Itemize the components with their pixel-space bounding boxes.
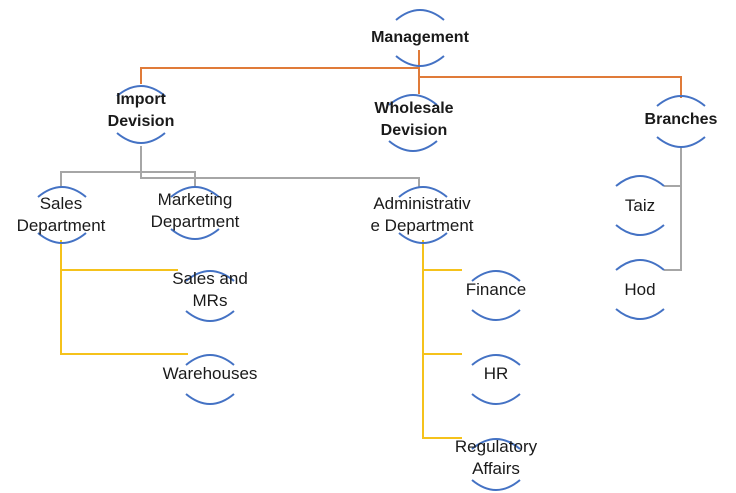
sales-department-node: Sales Department <box>16 194 106 235</box>
connector-management-import <box>140 50 420 84</box>
warehouses-outline-bottom <box>185 393 235 405</box>
taiz-outline-top <box>615 175 665 187</box>
admin-outline-top <box>398 186 448 198</box>
marketing-outline-bottom <box>170 228 220 240</box>
connector-import-admin <box>140 146 420 188</box>
regulatory-outline-top <box>471 438 521 450</box>
connector-branches-hod <box>664 186 682 271</box>
import-division-node: Import Devision <box>107 91 175 130</box>
connector-import-marketing <box>141 171 196 188</box>
regulatory-affairs-node: Regulatory Affairs <box>454 437 538 478</box>
finance-outline-top <box>471 270 521 282</box>
finance-node: Finance <box>465 280 527 299</box>
hod-outline-bottom <box>615 308 665 320</box>
branches-outline-bottom <box>656 136 706 148</box>
marketing-department-node: Marketing Department <box>150 190 240 231</box>
management-node: Management <box>371 29 469 46</box>
sales-mrs-outline-top <box>185 270 235 282</box>
sales-mrs-outline-bottom <box>185 310 235 322</box>
hod-node: Hod <box>624 280 656 299</box>
taiz-outline-bottom <box>615 224 665 236</box>
sales-and-mrs-node: Sales and MRs <box>172 269 248 310</box>
wholesale-division-node: Wholesale Devision <box>374 100 454 139</box>
branches-node: Branches <box>644 111 718 128</box>
warehouses-outline-top <box>185 354 235 366</box>
finance-outline-bottom <box>471 309 521 321</box>
sales-outline-top <box>37 186 87 198</box>
import-outline-top <box>116 85 166 97</box>
wholesale-outline-bottom <box>388 140 438 152</box>
taiz-node: Taiz <box>624 196 656 215</box>
branches-outline-top <box>656 95 706 107</box>
management-outline-bottom <box>395 55 445 67</box>
marketing-outline-top <box>170 186 220 198</box>
sales-outline-bottom <box>37 232 87 244</box>
admin-outline-bottom <box>398 232 448 244</box>
import-outline-bottom <box>116 132 166 144</box>
wholesale-outline-top <box>388 94 438 106</box>
connector-management-branches <box>418 68 682 98</box>
connector-admin-regulatory <box>422 354 462 439</box>
hod-outline-top <box>615 259 665 271</box>
management-outline-top <box>395 9 445 21</box>
hr-outline-bottom <box>471 393 521 405</box>
warehouses-node: Warehouses <box>162 364 258 383</box>
hr-outline-top <box>471 354 521 366</box>
regulatory-outline-bottom <box>471 479 521 491</box>
hr-node: HR <box>483 364 509 383</box>
administrative-department-node: Administrativ e Department <box>370 194 474 235</box>
connector-sales-warehouses <box>60 270 188 355</box>
